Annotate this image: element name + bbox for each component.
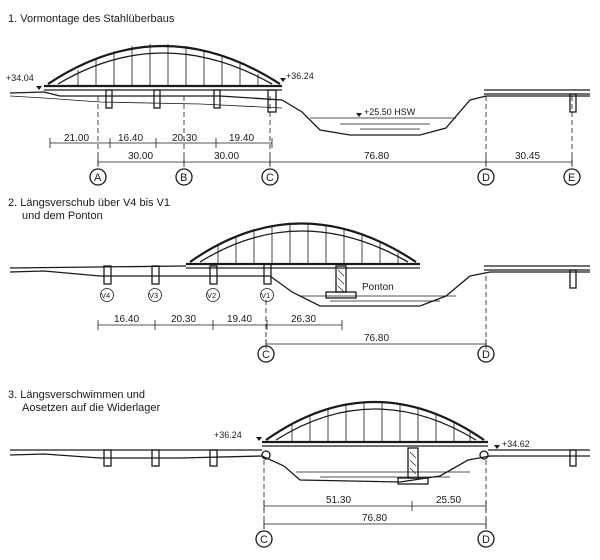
stage-2-supports: [103, 263, 357, 299]
stage-1-axis-a: A: [94, 172, 102, 184]
stage-1-dim-2: 16.40: [118, 133, 143, 144]
stage-2-axis-d: D: [482, 349, 490, 361]
stage-2-title-line-1: 2. Längsverschub über V4 bis V1: [8, 197, 170, 209]
stage-1-dim-6: 30.00: [214, 151, 239, 162]
stage-3-axis-d: D: [482, 534, 490, 546]
stage-3-terrain: [9, 449, 590, 483]
stage-1-arch-bridge: [44, 44, 282, 113]
stage-2: 2. Längsverschub über V4 bis V1 und dem …: [8, 197, 590, 363]
stage-1-elevation-left: +34.04: [6, 73, 34, 83]
stage-2-ponton-label: Ponton: [362, 282, 394, 293]
stage-2-pier-v4: V4: [101, 291, 110, 300]
stage-2-arch-bridge: [9, 222, 420, 269]
stage-1-dim-8: 30.45: [515, 151, 540, 162]
stage-3-dim-2: 25.50: [436, 495, 461, 506]
stage-1-dim-5: 30.00: [128, 151, 153, 162]
stage-1-dim-3: 20.30: [172, 133, 197, 144]
stage-2-pier-v2: V2: [207, 291, 216, 300]
stage-3-axis-c: C: [260, 534, 268, 546]
stage-1-dim-1: 21.00: [64, 133, 89, 144]
stage-2-dim-span: 76.80: [364, 333, 389, 344]
stage-2-pier-v3: V3: [149, 291, 158, 300]
stage-3-elevation-left: +36.24: [214, 430, 242, 440]
stage-3-dim-1: 51.30: [326, 495, 351, 506]
stage-2-dim-1: 16.40: [114, 314, 139, 325]
stage-2-axis-c: C: [262, 349, 270, 361]
stage-1-dim-7: 76.80: [364, 151, 389, 162]
stage-3-elevation-right: +34.62: [502, 439, 530, 449]
stage-1-axis-e: E: [568, 172, 575, 184]
stage-3-title-line-1: 3. Längsverschwimmen und: [8, 389, 145, 401]
stage-1-axis-c: C: [266, 172, 274, 184]
stage-2-dim-2: 20.30: [171, 314, 196, 325]
stage-3-dim-span: 76.80: [362, 513, 387, 524]
stage-2-pier-v1: V1: [261, 291, 270, 300]
stage-1-axis-d: D: [482, 172, 490, 184]
stage-3: 3. Längsverschwimmen und Aosetzen auf di…: [8, 389, 590, 548]
stage-1-title: 1. Vormontage des Stahlüberbaus: [8, 13, 175, 25]
stage-1-terrain: [9, 89, 590, 136]
stage-3-title-line-2: Aosetzen auf die Widerlager: [22, 402, 161, 414]
stage-1-water-level: +25.50 HSW: [364, 107, 416, 117]
stage-1-axis-b: B: [180, 172, 187, 184]
stage-3-supports: [103, 447, 489, 485]
stage-1: 1. Vormontage des Stahlüberbaus: [6, 13, 590, 186]
stage-2-dim-3: 19.40: [227, 314, 252, 325]
stage-2-title-line-2: und dem Ponton: [22, 210, 103, 222]
stage-1-elevation-right: +36.24: [286, 71, 314, 81]
stage-2-terrain: [9, 265, 590, 307]
stage-2-dim-4: 26.30: [291, 314, 316, 325]
stage-3-arch-bridge: [262, 400, 488, 447]
stage-1-dim-4: 19.40: [229, 133, 254, 144]
